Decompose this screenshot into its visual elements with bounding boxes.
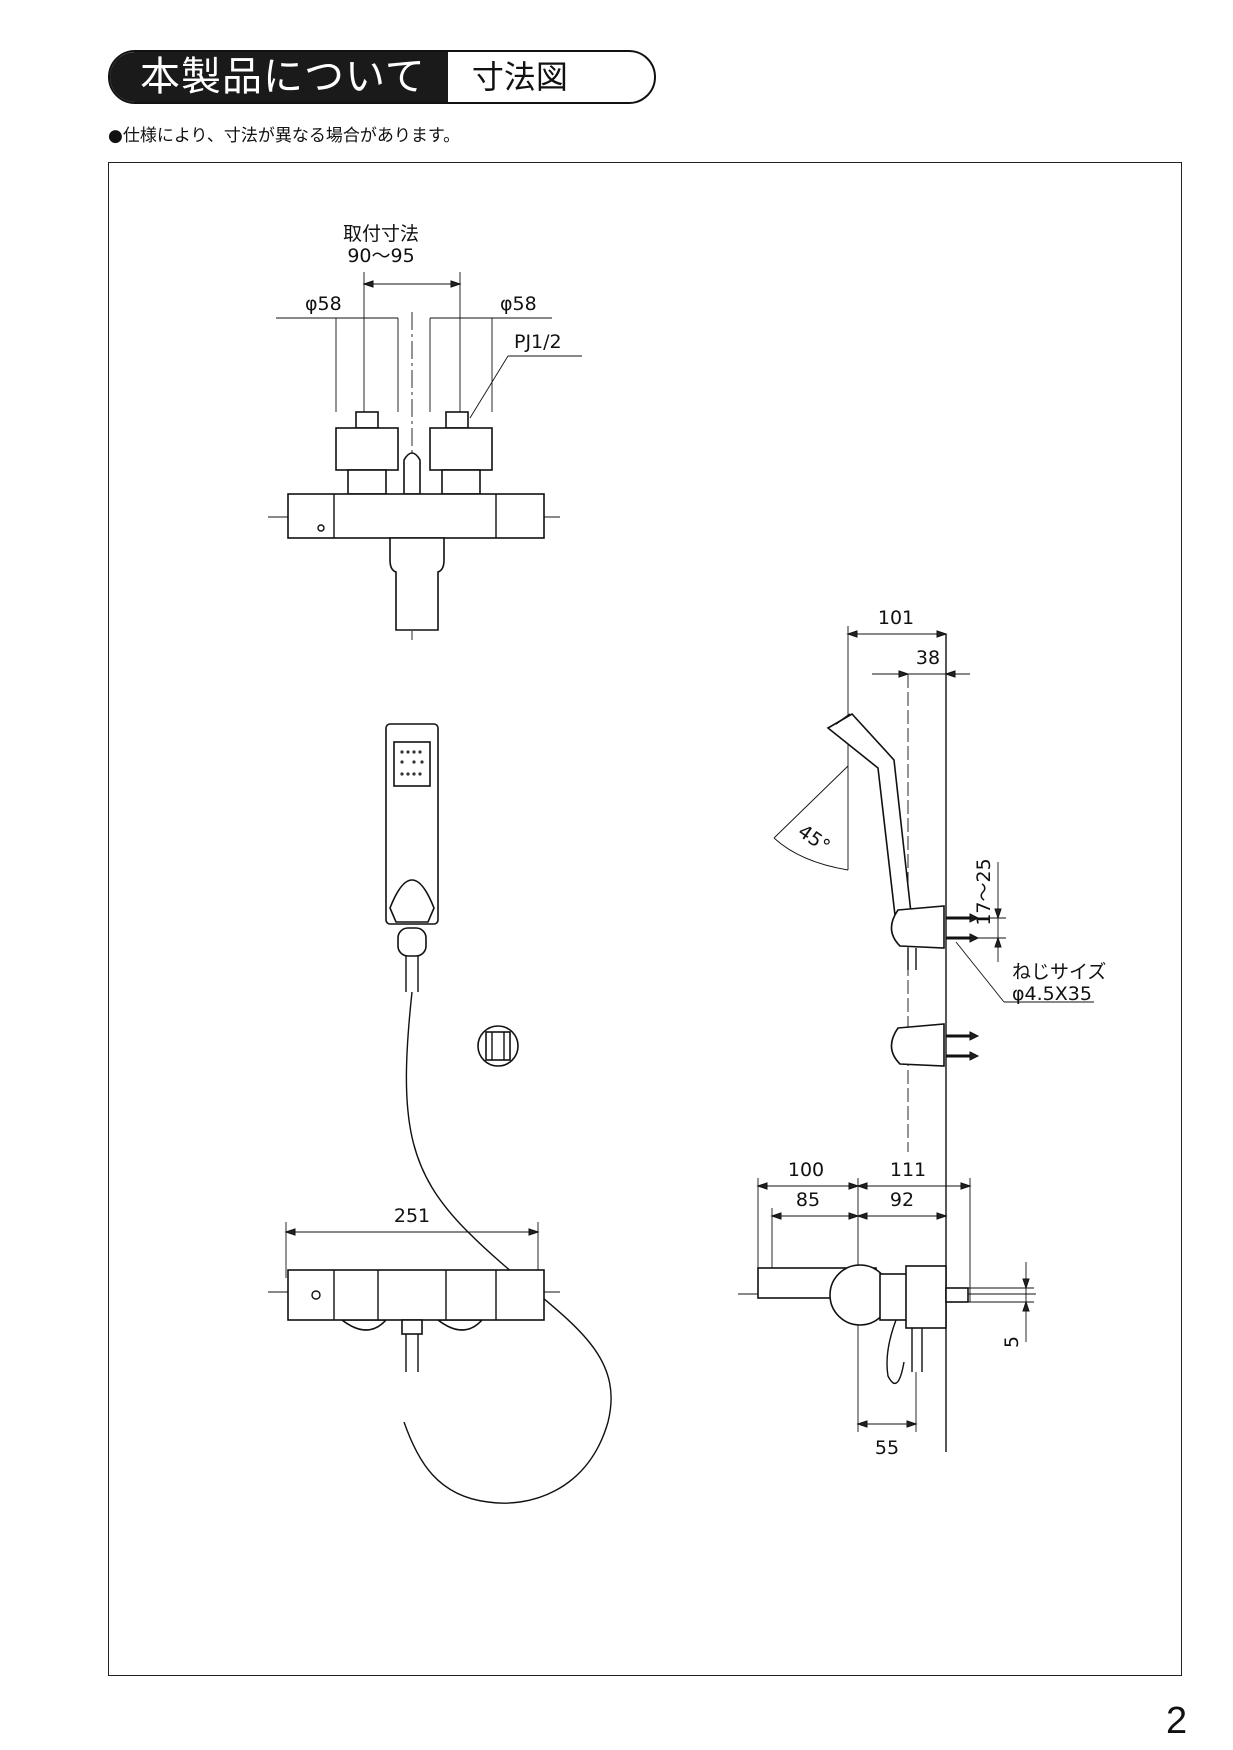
pipe-leader [469,355,509,419]
dia-right-label: φ58 [500,293,537,315]
hose-port [401,1319,423,1335]
arrow [994,908,1002,920]
arrow [856,1182,868,1190]
bracket-lower [890,1023,945,1067]
swivel [397,927,427,957]
elbow-right [429,427,493,471]
indicator-dot [311,1290,321,1300]
faucet-body-front [287,1269,545,1321]
angle-ray [773,765,849,839]
pipe-label: PJ1/2 [514,331,562,353]
arrow [1022,1300,1030,1312]
arrow [284,1228,296,1236]
bracket-upper [890,905,945,949]
side-view: 101 38 45° 1 [738,607,1106,1459]
hose [403,991,612,1504]
nut-right [441,469,481,495]
arrow [906,1420,918,1428]
arrow [848,1182,860,1190]
screw-size: φ4.5X35 [1012,983,1092,1005]
section-title-main: 本製品について [110,52,448,102]
knob-bottom-left [339,1319,388,1331]
total-width-label: 251 [394,1205,430,1227]
knob-bottom-right [435,1319,484,1331]
screw-leader [955,941,1005,1003]
dim-55-label: 55 [875,1437,899,1459]
mount-range: 90～95 [347,245,414,267]
screw-label: ねじサイズ [1012,961,1106,983]
body-side [879,1273,909,1321]
spout-hook [403,452,421,495]
drawing-frame [108,162,1182,1676]
dim-92: 92 [890,1189,914,1211]
spec-note: ●仕様により、寸法が異なる場合があります。 [108,126,461,146]
arrow [898,670,910,678]
dim-5-label: 5 [1001,1336,1023,1348]
arrow [936,1212,948,1220]
arrow [450,280,462,288]
arrow [528,1228,540,1236]
hanger-inner [485,1031,511,1061]
dim-85: 85 [796,1189,820,1211]
arrow [848,1212,860,1220]
arm-tip [835,713,851,725]
inlet-right [445,411,469,429]
screws-lower [946,1031,980,1061]
indicator-dot [317,524,325,532]
spray-holes [400,750,424,776]
arrow [756,1182,768,1190]
angle-label: 45° [794,820,834,857]
arrow [846,630,858,638]
section-title: 本製品について 寸法図 [108,50,656,104]
angle-arc [773,837,849,871]
inlet-left [355,411,379,429]
arrow [856,1212,868,1220]
arrow [1022,1278,1030,1290]
elbow-side [905,1265,947,1329]
arrow [944,670,956,678]
shower-arm [826,712,913,925]
dim-17-label: 17～25 [973,858,995,925]
mount-label: 取付寸法 [343,223,419,245]
front-view: 251 [268,1205,560,1372]
arrow [362,280,374,288]
dim-111: 111 [890,1159,926,1181]
dim-101: 101 [878,607,914,629]
dimension-drawing: 取付寸法 90～95 φ58 φ58 PJ1/2 [268,223,1106,1504]
hose-side [886,1319,905,1385]
arrow [770,1212,782,1220]
dia-left-label: φ58 [305,293,342,315]
grip-joint [389,879,435,923]
handshower-view [385,723,612,1504]
arrow [936,630,948,638]
inlet-side [945,1287,969,1303]
arrow [994,936,1002,948]
page-number: 2 [1166,1700,1188,1742]
section-title-sub: 寸法図 [471,58,568,96]
spout-top [389,537,445,631]
arrow [856,1420,868,1428]
dim-38: 38 [916,647,940,669]
elbow-left [335,427,399,471]
spray-face [393,741,431,787]
top-view: 取付寸法 90～95 φ58 φ58 PJ1/2 [268,223,582,640]
faucet-body-top [287,493,545,539]
nut-left [347,469,387,495]
arrow [960,1182,972,1190]
dim-100: 100 [788,1159,824,1181]
